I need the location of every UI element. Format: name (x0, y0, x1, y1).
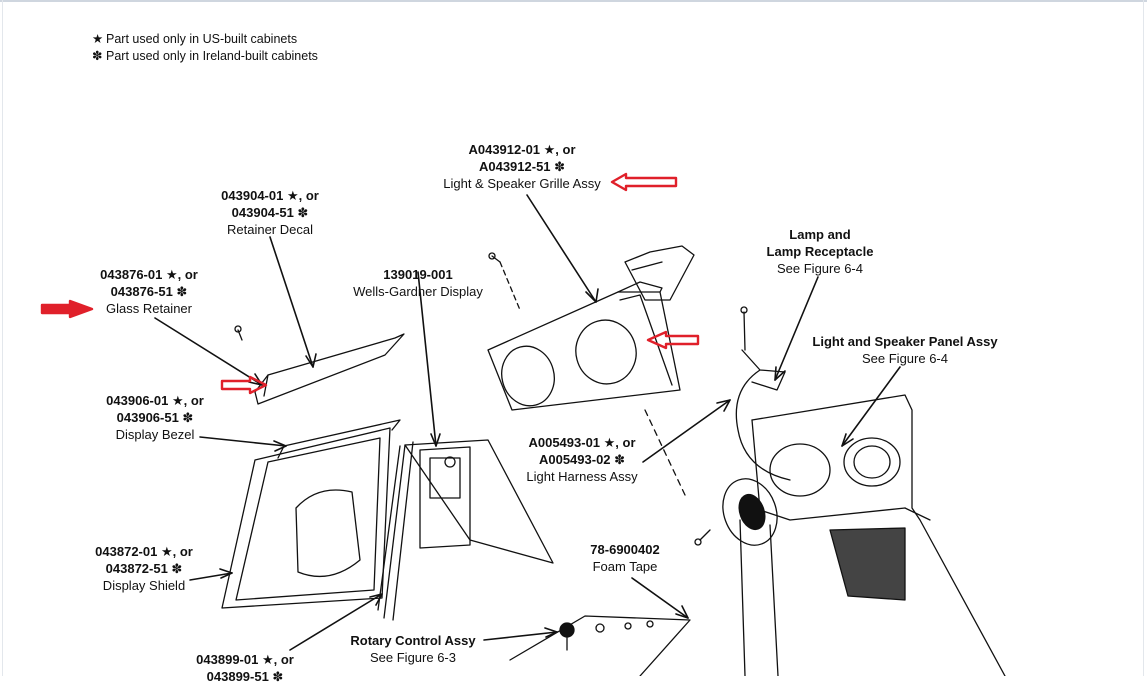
display-chassis-drawing (377, 439, 554, 621)
top-border (0, 0, 1147, 2)
annotation-arrows (40, 172, 700, 395)
callout-lamp: Lamp and Lamp Receptacle See Figure 6-4 (766, 227, 874, 276)
callout-bezel: 043906-01 ★, or 043906-51 ✽ Display Beze… (106, 393, 204, 442)
left-border (2, 0, 3, 676)
cabinet-drawing (694, 306, 1006, 676)
right-border (1143, 0, 1144, 676)
callout-shield: 043872-01 ★, or 043872-51 ✽ Display Shie… (95, 544, 193, 593)
callout-panel: Light and Speaker Panel Assy See Figure … (812, 334, 998, 366)
glass-retainer-drawing (234, 325, 405, 405)
legend-ireland: ✽Part used only in Ireland-built cabinet… (92, 49, 318, 63)
callout-rotary: Rotary Control Assy See Figure 6-3 (350, 633, 476, 665)
callout-harness: A005493-01 ★, or A005493-02 ✽ Light Harn… (526, 435, 638, 484)
leader-lines (154, 194, 901, 651)
control-panel-drawing (509, 615, 691, 676)
display-bezel-drawing (221, 419, 401, 609)
callout-foam-tape: 78-6900402 Foam Tape (590, 542, 660, 574)
legend: ★Part used only in US-built cabinets ✽Pa… (92, 31, 318, 65)
callout-grille: A043912-01 ★, or A043912-51 ✽ Light & Sp… (443, 142, 601, 191)
asterisk-icon: ✽ (92, 49, 103, 63)
legend-us: ★Part used only in US-built cabinets (92, 32, 298, 46)
star-icon: ★ (92, 32, 104, 46)
callout-retainer-decal: 043904-01 ★, or 043904-51 ✽ Retainer Dec… (221, 188, 319, 237)
callout-display: 139019-001 Wells-Gardner Display (353, 267, 483, 299)
callout-glass-retainer: 043876-01 ★, or 043876-51 ✽ Glass Retain… (100, 267, 198, 316)
callout-trim: 043899-01 ★, or 043899-51 ✽ (196, 652, 294, 684)
